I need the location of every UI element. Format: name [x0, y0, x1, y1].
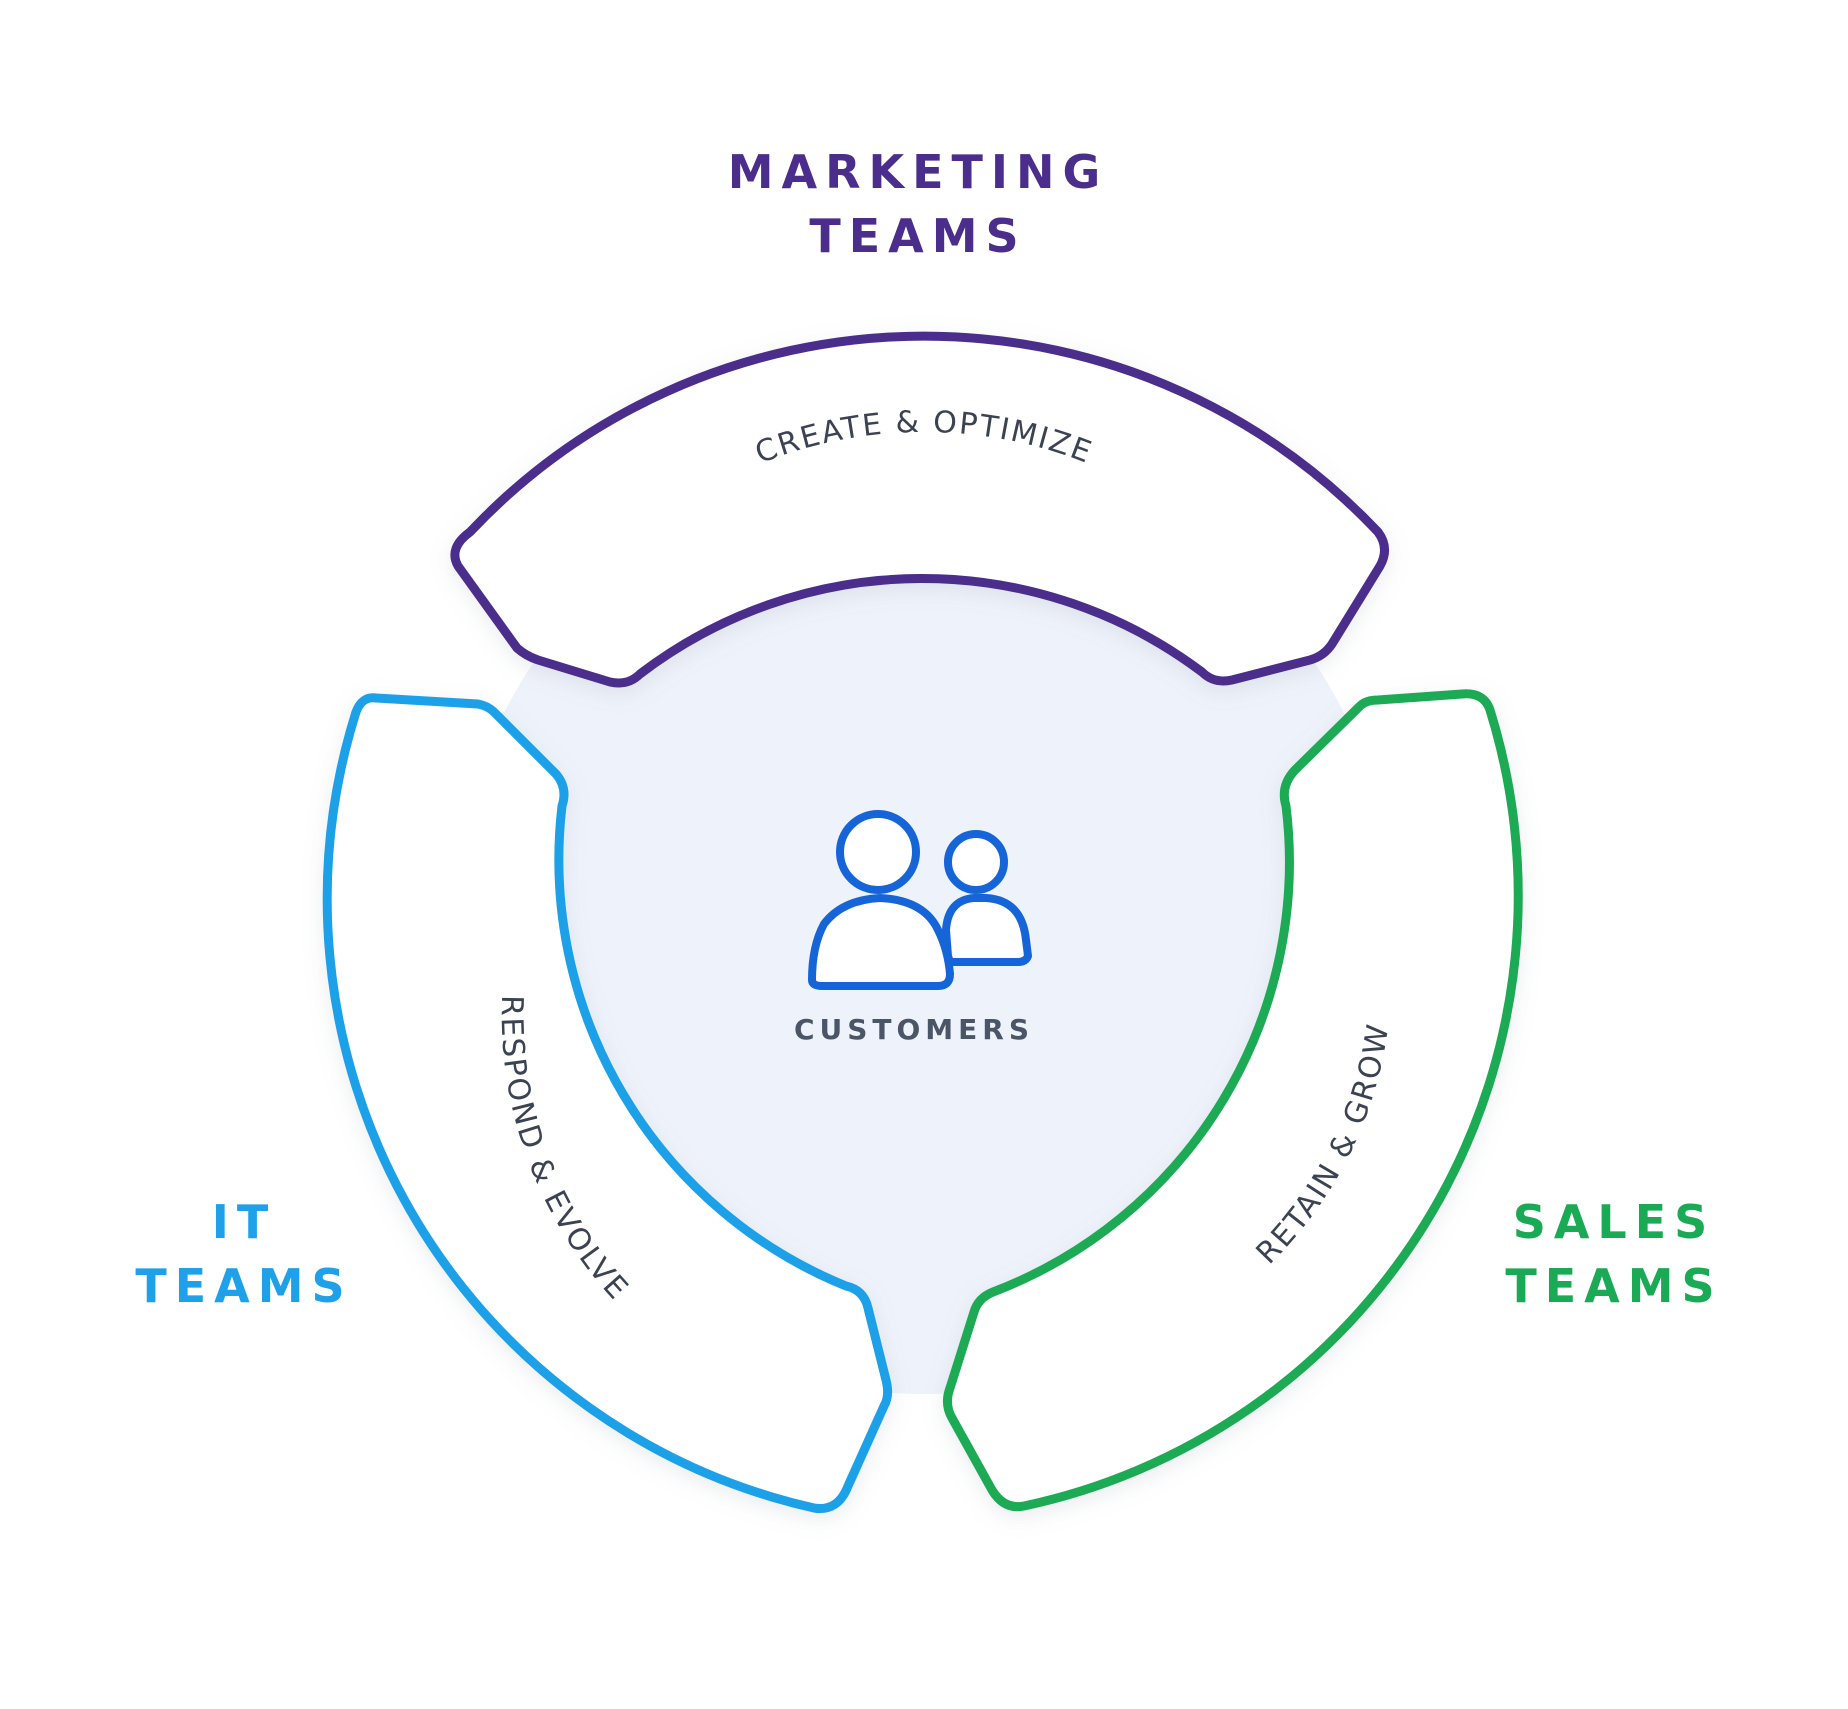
- segment-marketing[interactable]: CREATE & OPTIMIZE: [450, 331, 1389, 688]
- customers-icon-head-small: [944, 830, 1008, 894]
- team-label-sales-line2: TEAMS: [1505, 1259, 1722, 1313]
- segment-it-shape: [322, 693, 893, 1514]
- segment-sales-shape: [942, 689, 1523, 1512]
- customers-icon-head-large: [836, 810, 920, 894]
- customers-icon: [808, 810, 1032, 990]
- team-label-marketing-line1: MARKETING: [728, 145, 1109, 199]
- customers-icon-body-small: [942, 894, 1032, 966]
- customers-icon-body-large: [808, 894, 954, 990]
- team-label-sales: SALES TEAMS: [1505, 1195, 1722, 1313]
- segment-sales[interactable]: RETAIN & GROW: [942, 689, 1523, 1512]
- team-label-marketing: MARKETING TEAMS: [728, 145, 1109, 263]
- team-label-it-line2: TEAMS: [135, 1259, 352, 1313]
- team-label-it-line1: IT: [212, 1195, 277, 1249]
- team-label-it: IT TEAMS: [135, 1195, 352, 1313]
- team-label-marketing-line2: TEAMS: [809, 209, 1026, 263]
- segment-marketing-shape: [450, 331, 1389, 688]
- center-label: CUSTOMERS: [794, 1013, 1034, 1046]
- team-label-sales-line1: SALES: [1513, 1195, 1716, 1249]
